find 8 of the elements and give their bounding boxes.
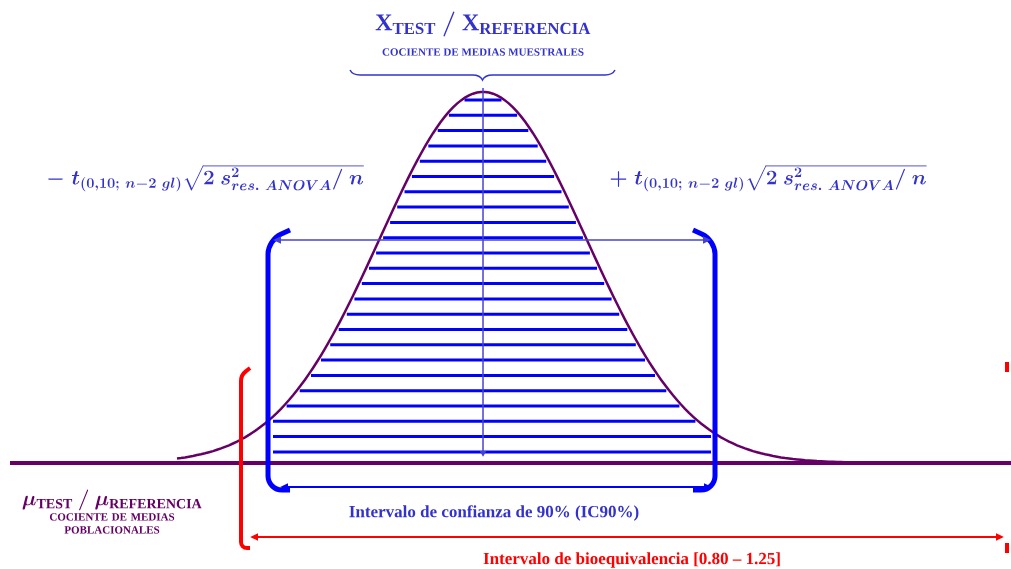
ratio-label: $\mathrm{X}_{\mathrm{TEST}}\ /\ \mathrm{X}_{\mathrm{REFERENCIA}}$ — [375, 11, 591, 37]
formula: $+\; t_{(0,10;\ n-2\ gl)}\sqrt{2\ s^{2}_{res.\ ANOVA}/\ n}$ — [610, 165, 927, 192]
ratio-caption: COCIENTE DE MEDIAS POBLACIONALES — [49, 513, 175, 534]
interval-label: Intervalo de confianza de 90% (IC90%) — [349, 505, 639, 521]
formula: $-\; t_{(0,10;\ n-2\ gl)}\sqrt{2\ s^{2}_{res.\ ANOVA}/\ n}$ — [48, 165, 364, 192]
ratio-label: $\mu_{\mathrm{TEST}}\ /\ \mu_{\mathrm{REFERENCIA}}$ — [22, 489, 202, 511]
interval-label: Intervalo de bioequivalencia [0.80 – 1.25] — [483, 552, 780, 568]
ratio-caption: COCIENTE DE MEDIAS MUESTRALES — [382, 48, 584, 56]
